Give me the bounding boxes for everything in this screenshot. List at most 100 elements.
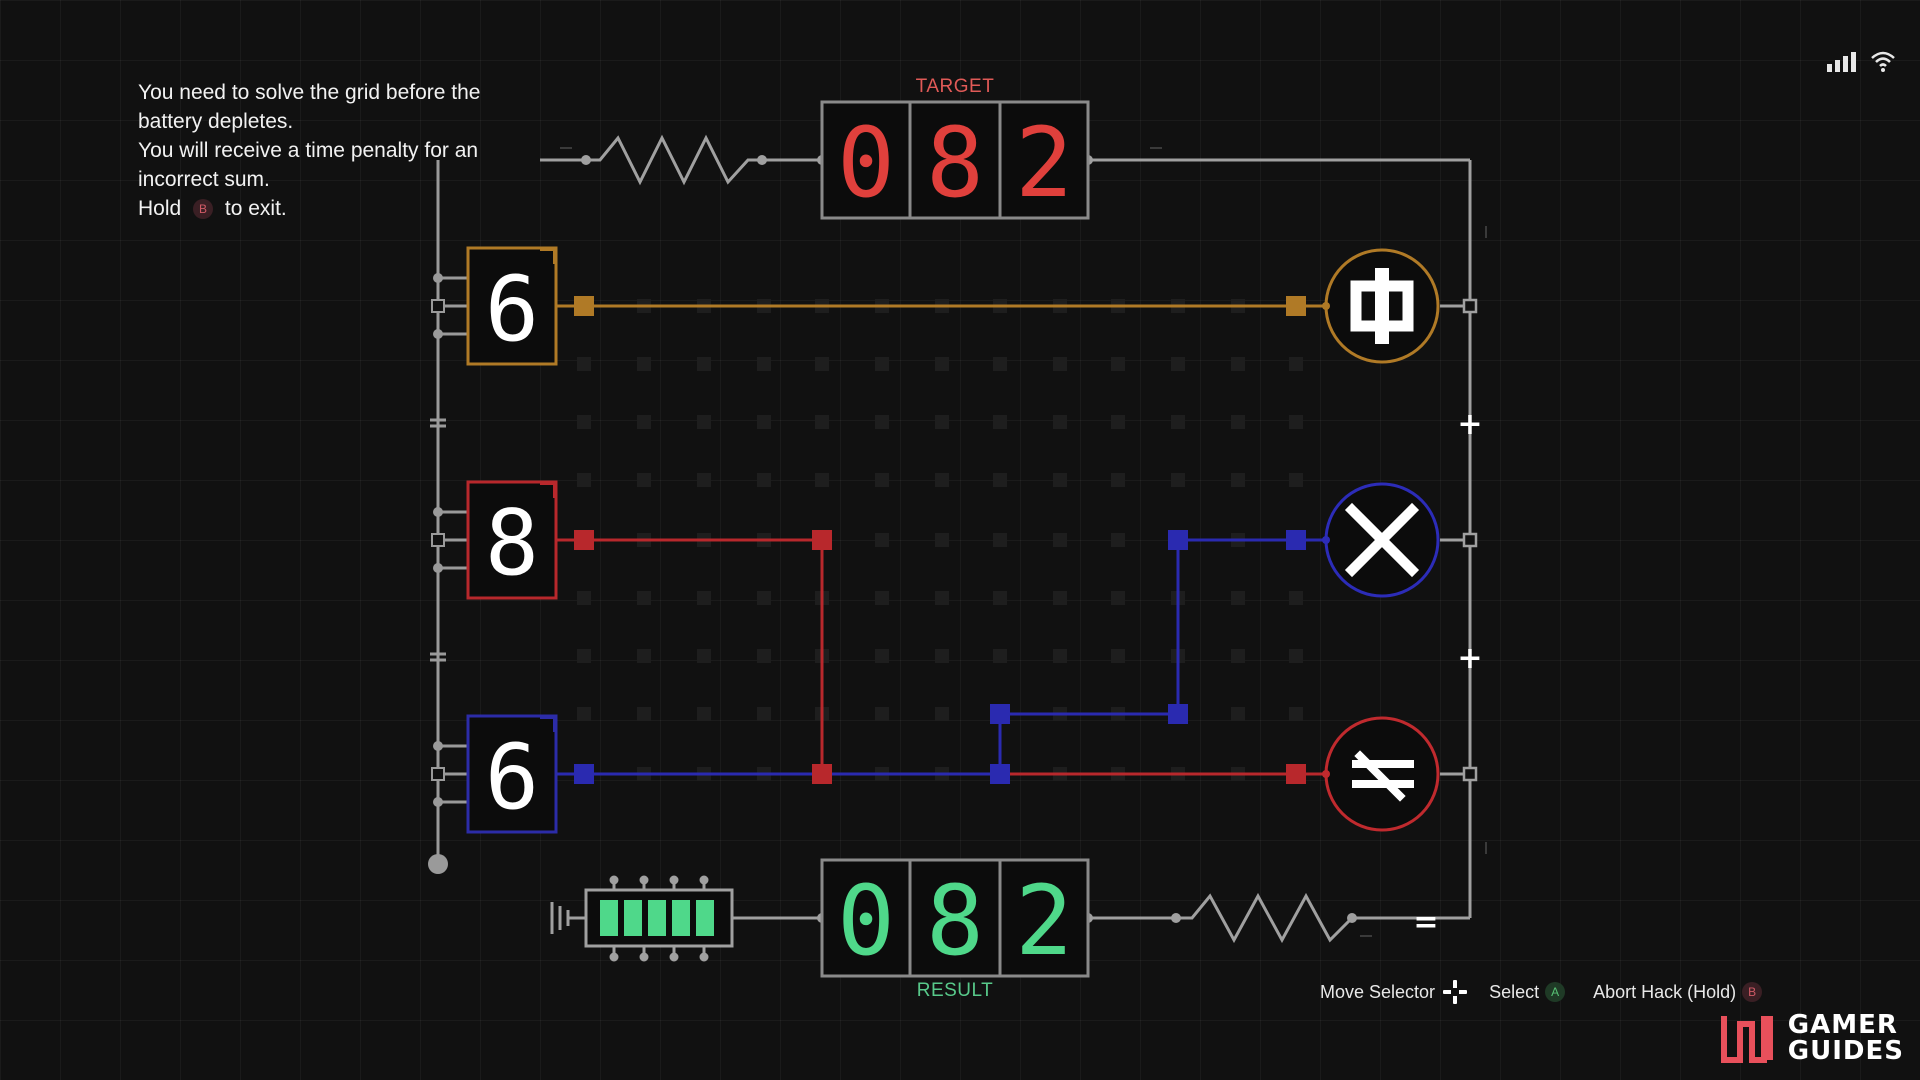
grid-node[interactable] — [1053, 591, 1067, 605]
grid-node[interactable] — [993, 357, 1007, 371]
grid-node[interactable] — [1111, 473, 1125, 487]
multiply-icon — [1344, 502, 1420, 578]
input-box-3[interactable]: 6 — [466, 714, 558, 834]
grid-node[interactable] — [935, 707, 949, 721]
grid-node[interactable] — [1171, 415, 1185, 429]
grid-node[interactable] — [1053, 649, 1067, 663]
grid-node[interactable] — [993, 473, 1007, 487]
grid-node[interactable] — [1289, 415, 1303, 429]
grid-node[interactable] — [637, 649, 651, 663]
grid-node[interactable] — [1053, 533, 1067, 547]
grid-node[interactable] — [697, 357, 711, 371]
move-selector-control[interactable]: Move Selector — [1320, 980, 1468, 1004]
grid-node[interactable] — [875, 533, 889, 547]
grid-node[interactable] — [1231, 591, 1245, 605]
input-value-2: 8 — [485, 491, 539, 596]
grid-node[interactable] — [757, 415, 771, 429]
grid-node[interactable] — [935, 649, 949, 663]
grid-node[interactable] — [697, 415, 711, 429]
grid-node[interactable] — [577, 591, 591, 605]
grid-node[interactable] — [1111, 415, 1125, 429]
grid-node[interactable] — [815, 357, 829, 371]
operator-phi[interactable] — [1322, 248, 1440, 364]
grid-node[interactable] — [1231, 649, 1245, 663]
exit-text: to exit. — [224, 197, 287, 220]
abort-hack-label: Abort Hack (Hold) — [1593, 981, 1737, 1002]
grid-node[interactable] — [875, 473, 889, 487]
gamer-guides-logo: GAMER GUIDES — [1720, 1010, 1904, 1066]
top-resistor-icon — [586, 134, 762, 186]
plus-sign: + — [1457, 641, 1482, 676]
grid-node[interactable] — [1111, 533, 1125, 547]
grid-node[interactable] — [993, 415, 1007, 429]
grid-node[interactable] — [637, 591, 651, 605]
grid-node[interactable] — [1289, 649, 1303, 663]
grid-node[interactable] — [1289, 707, 1303, 721]
grid-node[interactable] — [757, 591, 771, 605]
grid-node[interactable] — [1231, 707, 1245, 721]
grid-node[interactable] — [1053, 415, 1067, 429]
grid-node[interactable] — [757, 649, 771, 663]
grid-node[interactable] — [577, 473, 591, 487]
grid-node[interactable] — [1111, 649, 1125, 663]
grid-node[interactable] — [577, 357, 591, 371]
grid-node[interactable] — [697, 473, 711, 487]
phi-icon — [1350, 268, 1414, 344]
grid-node[interactable] — [577, 415, 591, 429]
grid-node[interactable] — [935, 473, 949, 487]
grid-node[interactable] — [1171, 357, 1185, 371]
grid-node[interactable] — [1111, 357, 1125, 371]
grid-node[interactable] — [637, 707, 651, 721]
grid-node[interactable] — [1289, 473, 1303, 487]
grid-node[interactable] — [875, 707, 889, 721]
grid-node[interactable] — [993, 533, 1007, 547]
grid-node[interactable] — [1171, 473, 1185, 487]
grid-node[interactable] — [637, 357, 651, 371]
grid-node[interactable] — [1289, 357, 1303, 371]
grid-node[interactable] — [637, 415, 651, 429]
wire-nodes[interactable] — [574, 296, 1306, 784]
grid-node[interactable] — [993, 591, 1007, 605]
grid-node[interactable] — [935, 533, 949, 547]
grid-node[interactable] — [935, 591, 949, 605]
select-control[interactable]: Select A — [1489, 982, 1571, 1003]
grid-node[interactable] — [1231, 473, 1245, 487]
grid-node[interactable] — [757, 707, 771, 721]
grid-node[interactable] — [815, 415, 829, 429]
grid-node[interactable] — [1231, 357, 1245, 371]
grid-node[interactable] — [697, 591, 711, 605]
abort-hack-control[interactable]: Abort Hack (Hold) B — [1593, 982, 1768, 1003]
operator-not-equal-shift[interactable] — [1322, 716, 1440, 832]
b-button-icon: B — [1742, 982, 1763, 1002]
grid-node[interactable] — [875, 415, 889, 429]
operator-multiply[interactable] — [1322, 482, 1440, 598]
input-box-1[interactable]: 6 — [466, 246, 558, 366]
grid-node[interactable] — [815, 473, 829, 487]
connector-lines — [1440, 304, 1464, 776]
wifi-icon — [1871, 51, 1895, 72]
grid-node[interactable] — [637, 473, 651, 487]
b-button-icon: B — [193, 199, 214, 219]
grid-node[interactable] — [935, 415, 949, 429]
grid-node[interactable] — [697, 649, 711, 663]
grid-node[interactable] — [1289, 591, 1303, 605]
result-display: 0 8 2 — [820, 858, 1090, 978]
grid-node[interactable] — [1053, 357, 1067, 371]
grid-node[interactable] — [757, 357, 771, 371]
grid-node[interactable] — [757, 473, 771, 487]
wire-blue[interactable] — [556, 538, 1330, 776]
grid-node[interactable] — [1231, 415, 1245, 429]
grid-node[interactable] — [577, 707, 591, 721]
grid-node[interactable] — [875, 649, 889, 663]
grid-node[interactable] — [1111, 591, 1125, 605]
grid-node[interactable] — [875, 357, 889, 371]
battery-cell — [624, 900, 642, 936]
grid-node[interactable] — [1053, 473, 1067, 487]
grid-node[interactable] — [875, 591, 889, 605]
grid-node[interactable] — [935, 357, 949, 371]
grid-node[interactable] — [993, 649, 1007, 663]
grid-node[interactable] — [697, 707, 711, 721]
grid-node[interactable] — [577, 649, 591, 663]
input-box-2[interactable]: 8 — [466, 480, 558, 600]
